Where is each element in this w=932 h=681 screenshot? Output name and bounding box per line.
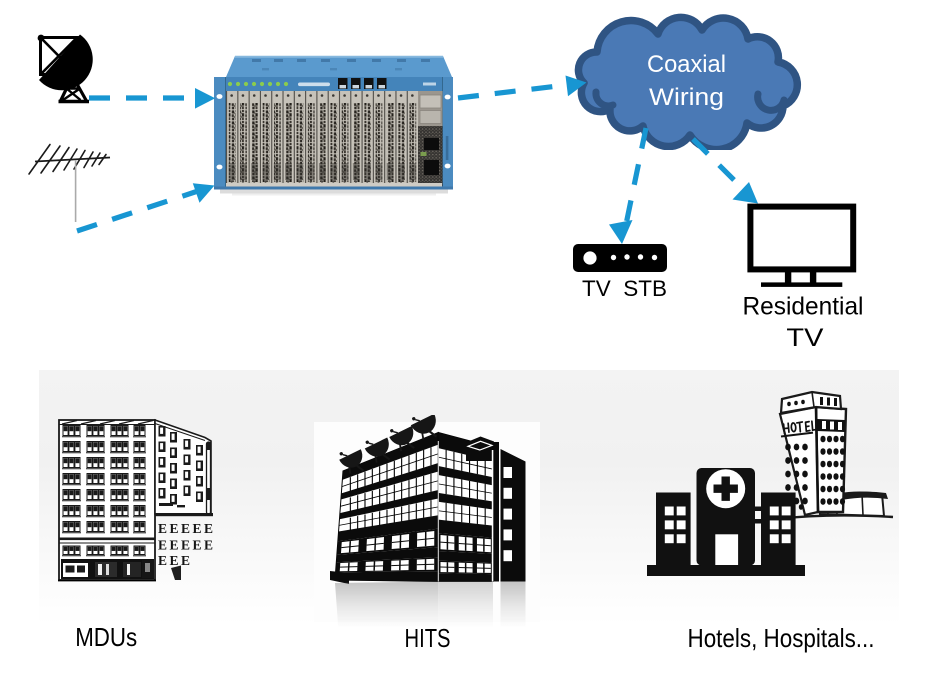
svg-text:Wiring: Wiring bbox=[649, 84, 724, 111]
svg-text:E: E bbox=[170, 553, 179, 568]
svg-text:E: E bbox=[170, 521, 179, 536]
svg-text:MDUs: MDUs bbox=[75, 622, 137, 652]
svg-text:Residential: Residential bbox=[743, 293, 864, 321]
svg-text:Coaxial: Coaxial bbox=[647, 51, 726, 78]
svg-text:E: E bbox=[158, 553, 167, 568]
svg-text:E: E bbox=[193, 538, 202, 553]
svg-text:E: E bbox=[204, 538, 213, 553]
svg-text:TV: TV bbox=[786, 324, 823, 352]
svg-text:E: E bbox=[158, 538, 167, 553]
svg-text:TV STB: TV STB bbox=[582, 276, 667, 301]
svg-text:HITS: HITS bbox=[405, 623, 451, 653]
svg-text:E: E bbox=[193, 521, 202, 536]
svg-text:E: E bbox=[181, 553, 190, 568]
svg-text:Hotels, Hospitals...: Hotels, Hospitals... bbox=[688, 623, 875, 653]
svg-text:E: E bbox=[181, 521, 190, 536]
svg-text:E: E bbox=[158, 521, 167, 536]
svg-text:E: E bbox=[204, 521, 213, 536]
svg-text:E: E bbox=[181, 538, 190, 553]
svg-text:E: E bbox=[170, 538, 179, 553]
